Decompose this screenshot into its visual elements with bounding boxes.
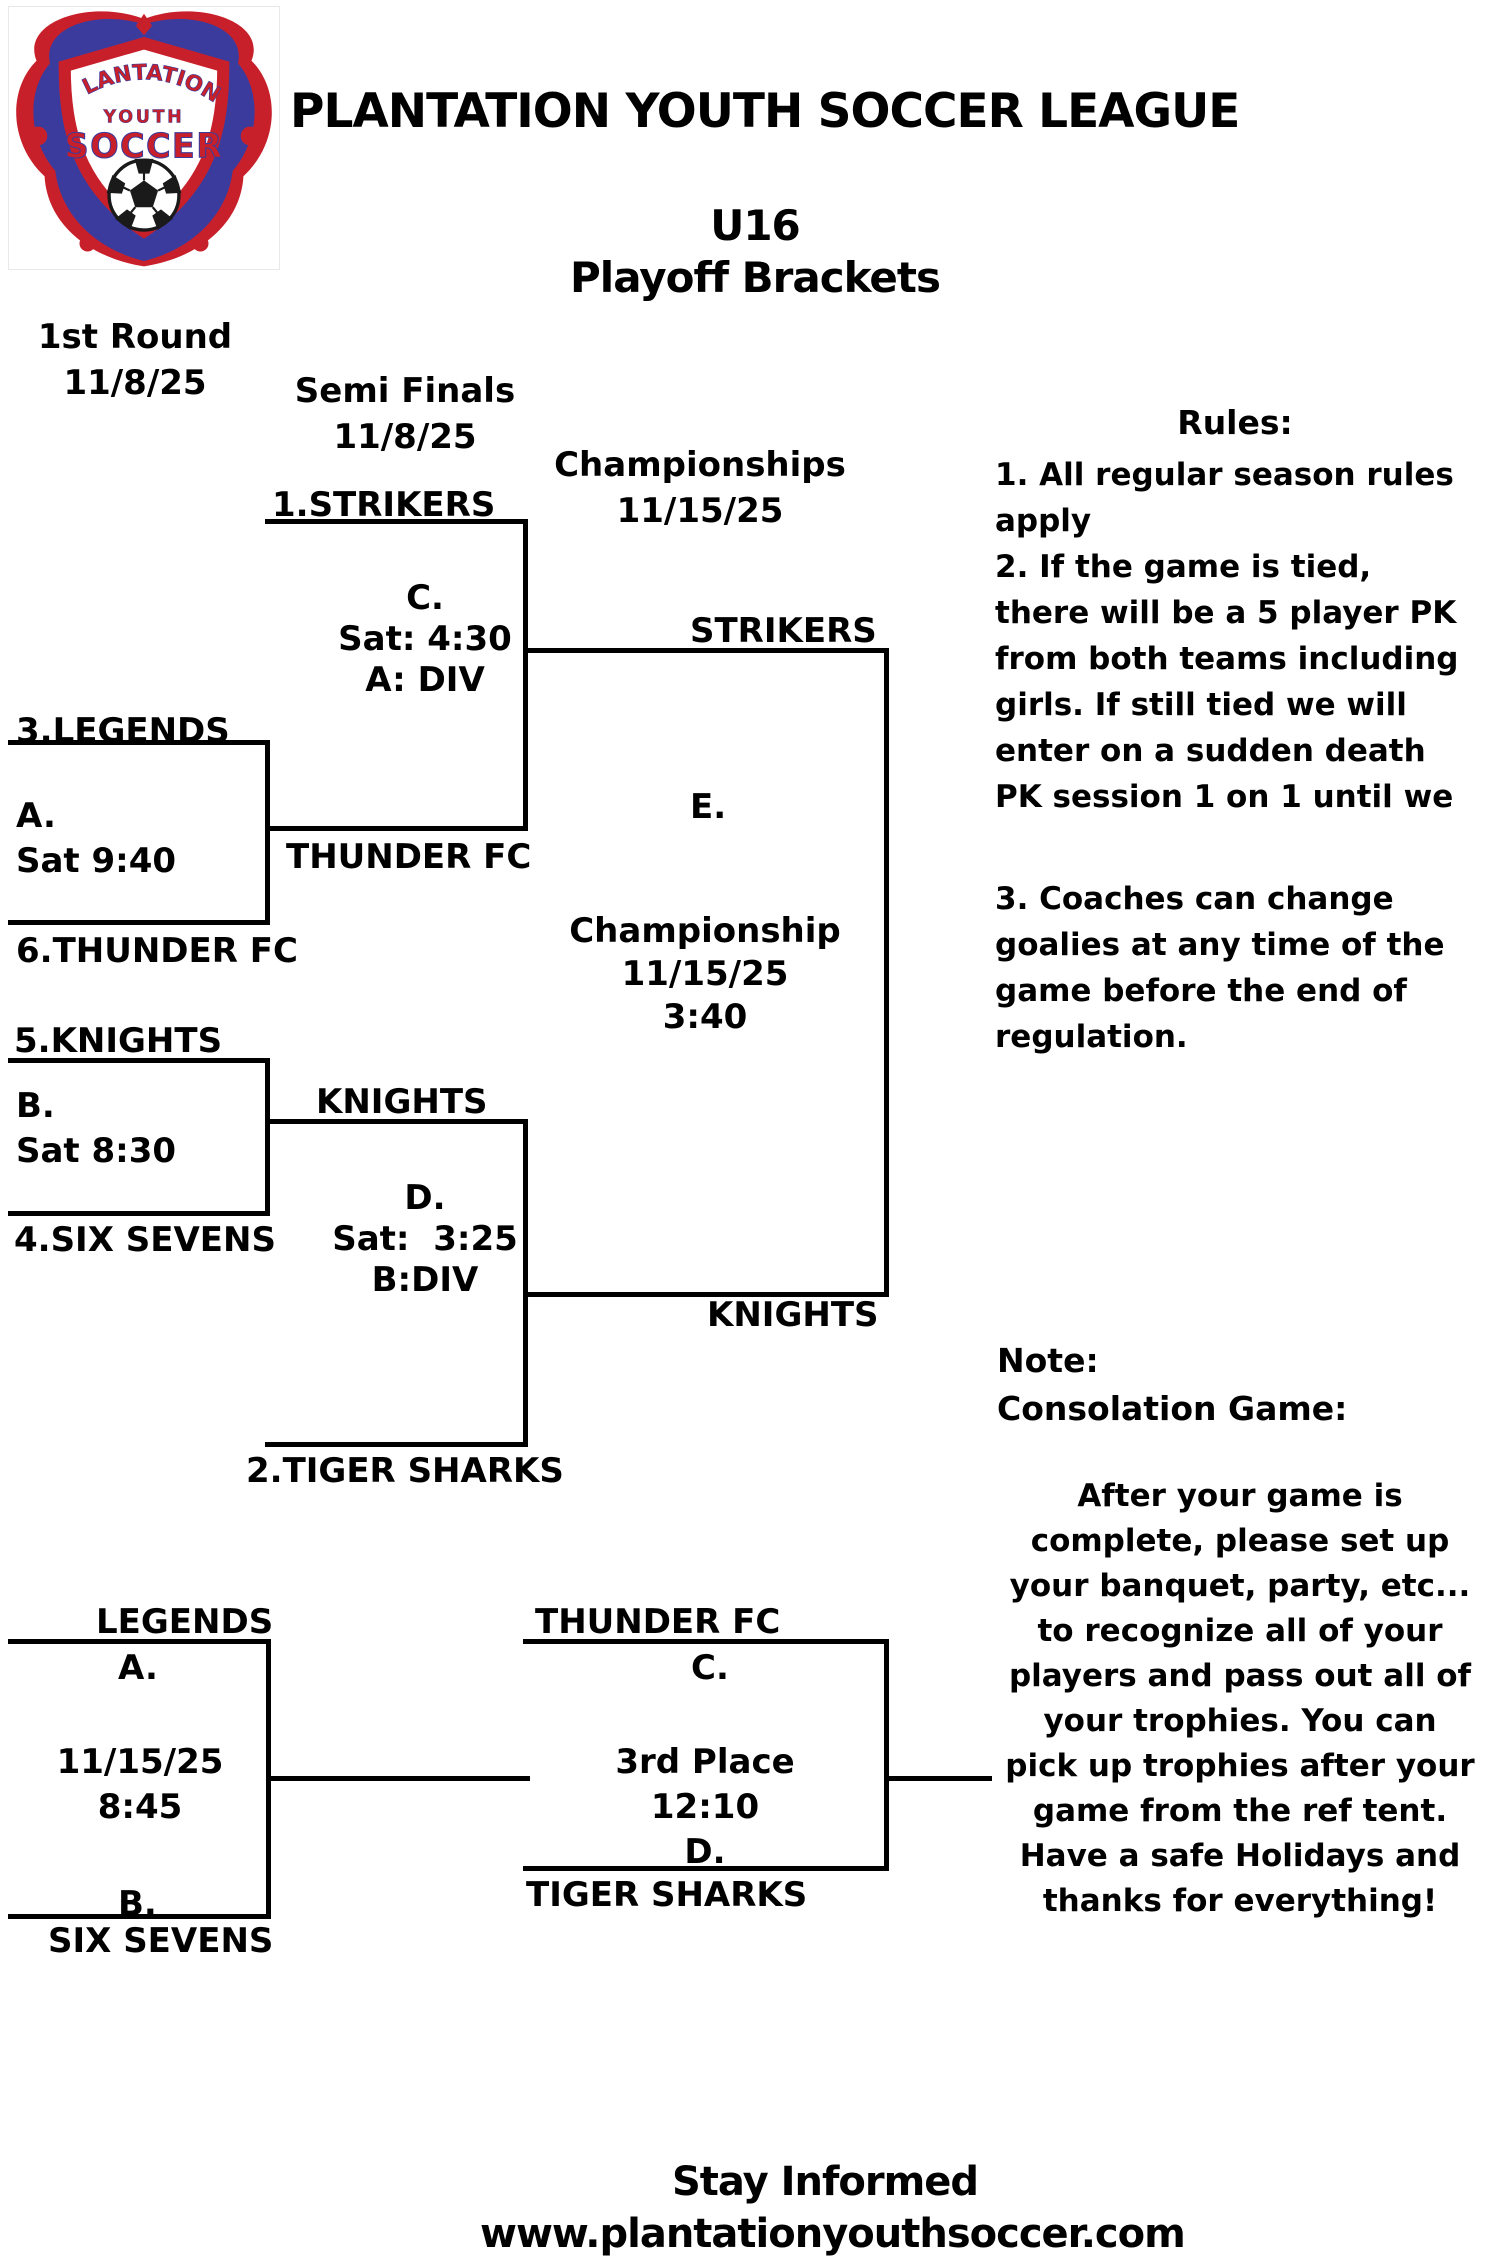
footer: Stay Informed www.plantationyouthsoccer.… [480,2156,1186,2260]
consolation-info: 11/15/25 8:45 [40,1740,240,1830]
line-game-b-bottom [8,1211,270,1216]
championship-date: 11/15/25 [621,954,789,994]
game-d-division: B:DIV [371,1260,479,1300]
game-c-winner: STRIKERS [690,611,877,651]
note-body: After your game is complete, please set … [1005,1478,1475,1919]
third-place-team-thunder: THUNDER FC [535,1602,781,1642]
round-title: 1st Round [37,317,233,357]
game-a-winner: THUNDER FC [286,837,532,877]
consolation-label-a: A. [118,1648,158,1688]
line-game-a-vertical [265,740,270,925]
rules-text-part1: 1. All regular season rules apply 2. If … [995,457,1459,815]
note-heading: Note: [997,1341,1099,1380]
game-a-info: A. Sat 9:40 [16,794,176,884]
game-b-time: Sat 8:30 [16,1131,177,1171]
championship-title: Championship [569,911,841,951]
line-semi-d-bottom [265,1442,528,1447]
game-d-label: D. [404,1178,446,1218]
seed-strikers: 1.STRIKERS [272,485,496,525]
seed-knights: 5.KNIGHTS [14,1021,223,1061]
consolation-time: 8:45 [97,1787,183,1827]
round-date: 11/15/25 [616,491,784,531]
line-semi-d-winner [523,1292,889,1297]
third-place-title: 3rd Place [615,1742,795,1782]
game-e-label: E. [690,787,727,827]
footer-stay-informed: Stay Informed [671,2159,979,2205]
subtitle: Playoff Brackets [570,253,941,302]
game-b-label: B. [16,1086,55,1126]
game-c-division: A: DIV [365,660,485,700]
line-third-place-vertical [884,1639,889,1871]
third-place-label-d: D. [684,1832,726,1872]
line-game-a-winner [265,826,528,831]
game-d-winner: KNIGHTS [707,1295,879,1335]
rules-text-part2: 3. Coaches can change goalies at any tim… [995,881,1445,1055]
game-c-label: C. [406,578,444,618]
soccer-ball-icon [106,158,182,232]
line-third-place-bottom [523,1866,889,1871]
game-d-time: Sat: 3:25 [332,1219,518,1259]
seed-legends: 3.LEGENDS [16,711,230,751]
round-date: 11/8/25 [63,363,207,403]
line-semi-c-winner [523,648,889,653]
line-consolation-bottom [8,1914,271,1919]
game-c-info: C. Sat: 4:30 A: DIV [330,578,520,701]
game-d-info: D. Sat: 3:25 B:DIV [330,1178,520,1301]
page-title: PLANTATION YOUTH SOCCER LEAGUE [290,84,1240,139]
consolation-team-six-sevens: SIX SEVENS [48,1921,274,1961]
line-semi-d-vertical [523,1119,528,1447]
game-c-time: Sat: 4:30 [338,619,512,659]
line-third-place-top [523,1639,889,1644]
round-title: Semi Finals [294,371,516,411]
game-a-time: Sat 9:40 [16,841,177,881]
third-place-team-tiger-sharks: TIGER SHARKS [526,1875,808,1915]
line-game-b-vertical [265,1058,270,1216]
championship-time: 3:40 [662,997,748,1037]
third-place-time: 12:10 [650,1787,760,1827]
consolation-team-legends: LEGENDS [96,1602,274,1642]
round-header-semi-finals: Semi Finals 11/8/25 [285,368,525,460]
line-consolation-top [8,1639,271,1644]
game-a-label: A. [16,796,56,836]
line-game-b-winner [265,1119,528,1124]
note-subheading: Consolation Game: [997,1389,1348,1428]
line-strikers-underline [265,519,528,524]
third-place-label-c: C. [691,1648,729,1688]
game-b-winner: KNIGHTS [316,1082,488,1122]
line-game-a-bottom [8,920,270,925]
division-label: U16 [710,201,801,250]
round-title: Championships [554,445,846,485]
bracket-heading: U16 Playoff Brackets [460,200,1050,304]
round-header-first-round: 1st Round 11/8/25 [25,314,245,406]
seed-thunder-fc: 6.THUNDER FC [16,931,298,971]
logo-youth-text: YOUTH [103,108,185,128]
line-semi-c-vertical [523,519,528,831]
rules-heading: Rules: [1177,403,1293,442]
line-knights-underline [8,1058,270,1063]
seed-six-sevens: 4.SIX SEVENS [14,1220,276,1260]
seed-tiger-sharks: 2.TIGER SHARKS [246,1451,564,1491]
line-third-place-winner [884,1776,992,1781]
third-place-info: 3rd Place 12:10 D. [555,1740,855,1875]
game-b-info: B. Sat 8:30 [16,1084,176,1174]
footer-website-url: www.plantationyouthsoccer.com [480,2211,1186,2257]
line-championship-vertical [884,648,889,1297]
round-header-championships: Championships 11/15/25 [540,442,860,534]
round-date: 11/8/25 [333,417,477,457]
league-logo: PLANTATION YOUTH SOCCER [8,6,280,270]
championship-info: Championship 11/15/25 3:40 [555,910,855,1039]
consolation-date: 11/15/25 [56,1742,224,1782]
line-legends-underline [8,740,270,745]
line-consolation-winner [266,1776,530,1781]
